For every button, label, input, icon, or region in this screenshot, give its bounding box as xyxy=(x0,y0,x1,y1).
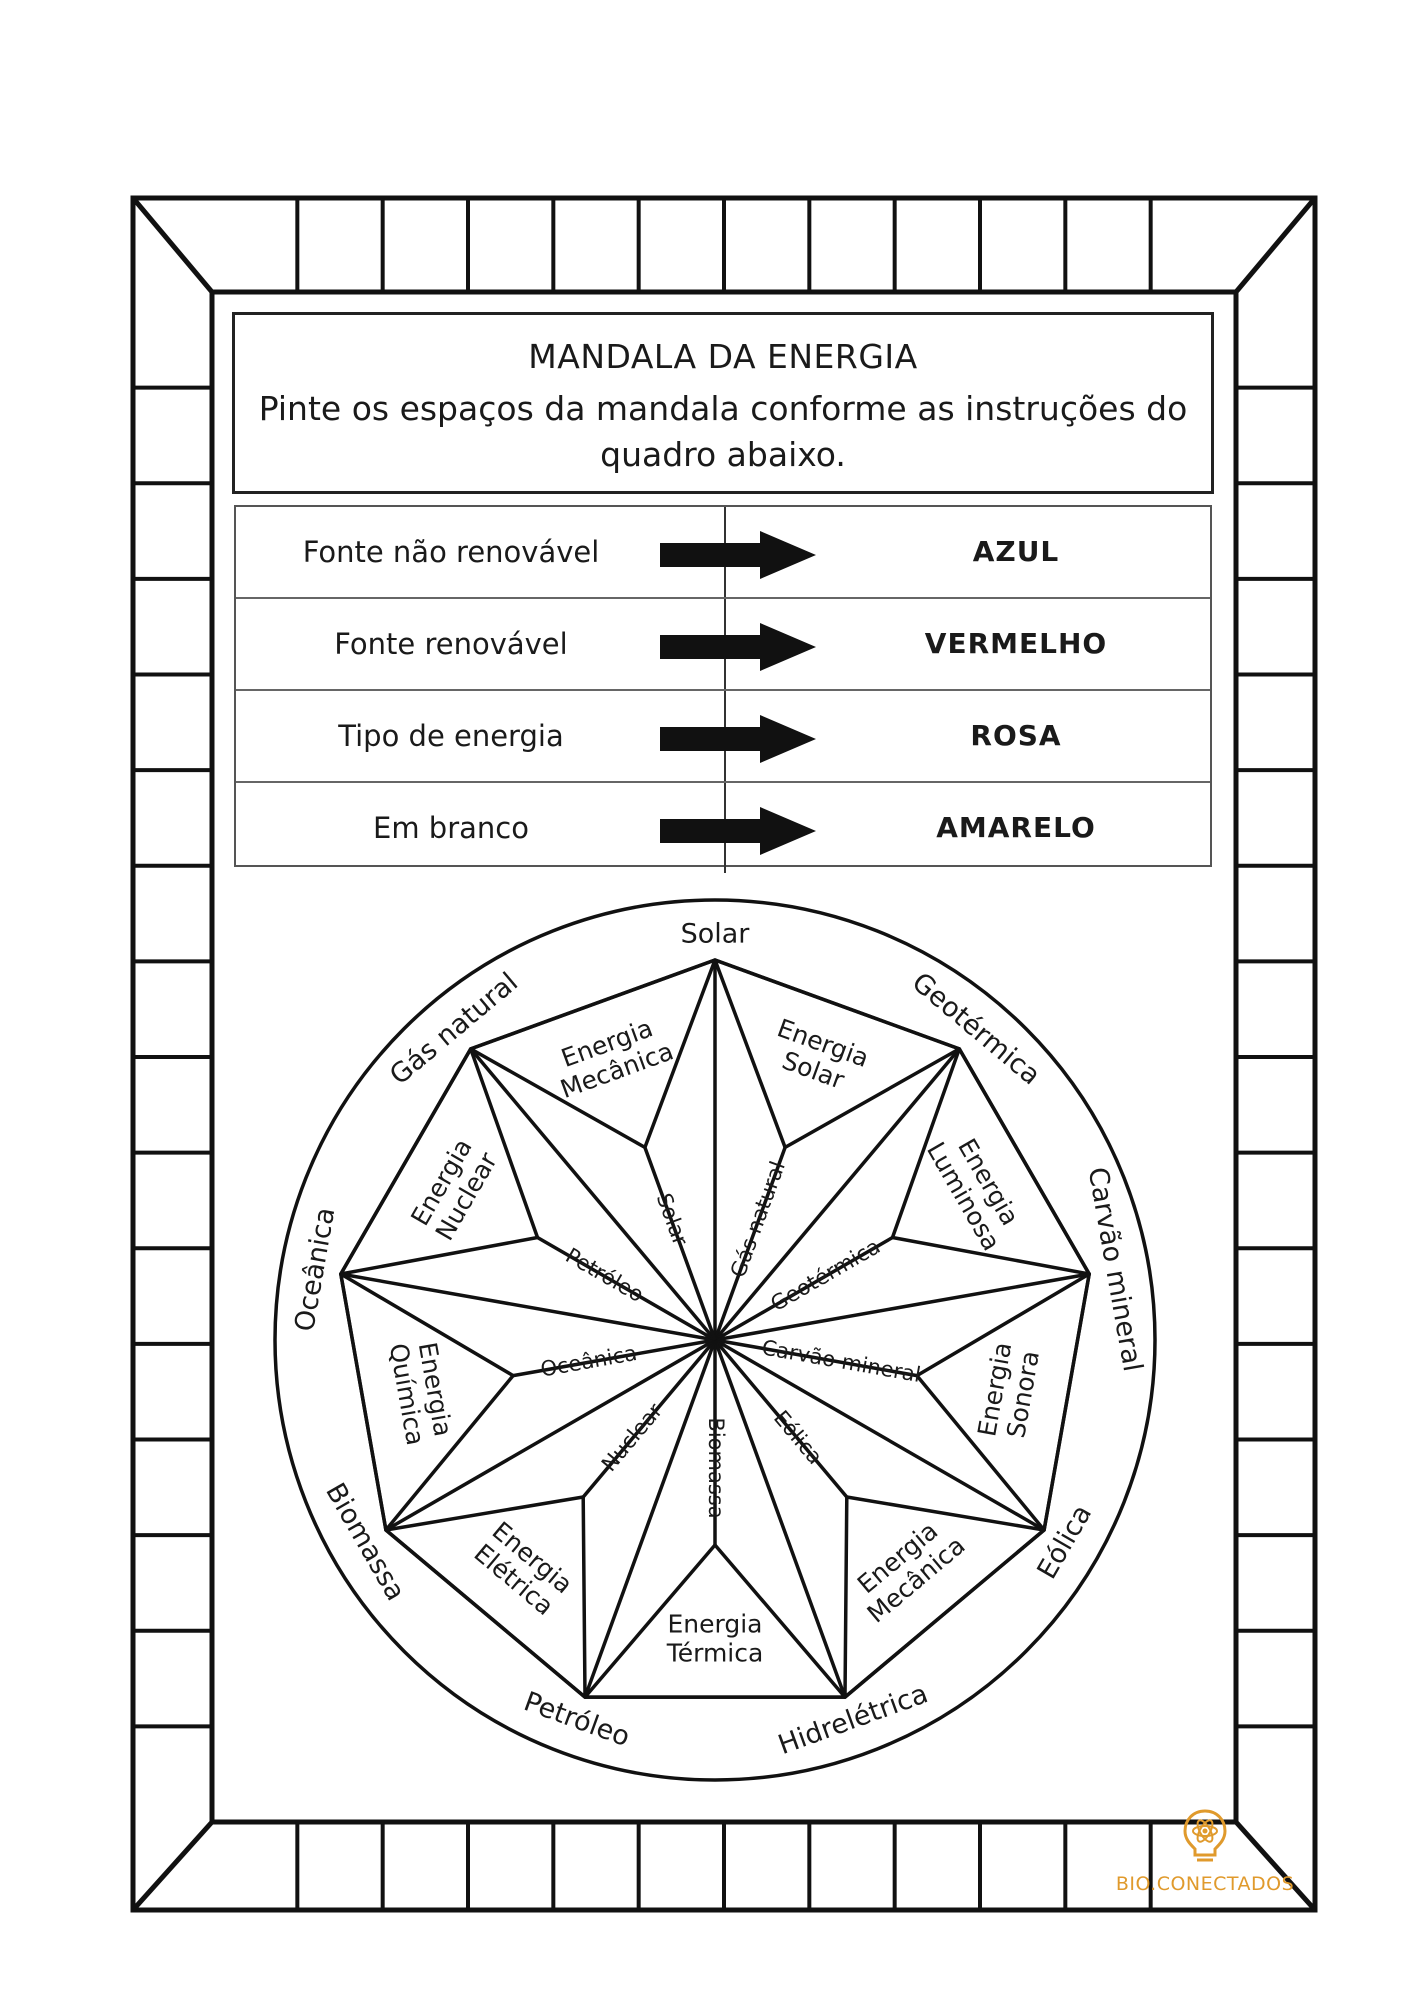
inner-spoke-label: Biomassa xyxy=(704,1417,728,1518)
brand-logo: BIO.CONECTADOS xyxy=(1100,1805,1310,1910)
legend-row: Tipo de energia ROSA xyxy=(236,691,1210,783)
mandala-region[interactable] xyxy=(384,1495,587,1699)
inner-spoke-label: Oceânica xyxy=(539,1341,639,1382)
legend-color-label: ROSA xyxy=(970,719,1062,752)
mandala-spoke xyxy=(536,1235,716,1342)
arrow-right-icon xyxy=(660,531,816,579)
inner-spoke-label: Geotérmica xyxy=(766,1234,884,1316)
mandala-region[interactable] xyxy=(843,1495,1046,1699)
mandala-spoke xyxy=(714,1235,894,1342)
legend-source-label: Tipo de energia xyxy=(338,719,564,753)
mandala-spoke xyxy=(340,1272,716,1342)
legend-row: Fonte renovável VERMELHO xyxy=(236,599,1210,691)
legend-row: Em branco AMARELO xyxy=(236,783,1210,873)
instructions-text: Pinte os espaços da mandala conforme as … xyxy=(258,389,1188,474)
title-box: MANDALA DA ENERGIA Pinte os espaços da m… xyxy=(232,312,1214,494)
mandala-spoke xyxy=(469,1047,717,1342)
legend-source-label: Em branco xyxy=(373,811,529,845)
energy-type-label-line: Térmica xyxy=(666,1638,764,1667)
outer-ring-label: Oceânica xyxy=(289,1205,341,1334)
outer-ring-label: Carvão mineral xyxy=(1082,1165,1148,1374)
page-title: MANDALA DA ENERGIA xyxy=(528,337,918,376)
legend-row: Fonte não renovável AZUL xyxy=(236,507,1210,599)
legend-color-label: AZUL xyxy=(972,535,1060,568)
outer-ring-label: Biomassa xyxy=(319,1478,411,1606)
color-legend-table: Fonte não renovável AZUL Fonte renovável… xyxy=(234,505,1212,873)
brand-logo-text: BIO.CONECTADOS xyxy=(1115,1873,1295,1895)
arrow-right-icon xyxy=(660,807,816,855)
mandala-spoke xyxy=(583,1339,717,1698)
outer-ring-label: Solar xyxy=(681,919,751,950)
mandala-spoke xyxy=(713,1146,787,1341)
inner-spoke-label: Nuclear xyxy=(597,1399,668,1477)
mandala-region[interactable] xyxy=(339,1272,515,1532)
arrow-right-icon xyxy=(660,623,816,671)
mandala-region[interactable] xyxy=(583,1543,847,1699)
legend-color-label: VERMELHO xyxy=(924,627,1108,660)
mandala-region[interactable] xyxy=(890,1047,1091,1276)
mandala-spoke xyxy=(512,1338,716,1378)
mandala-outer-circle xyxy=(273,898,1157,1782)
mandala-region[interactable] xyxy=(713,958,962,1150)
mandala-spoke xyxy=(714,1338,1045,1532)
mandala-region[interactable] xyxy=(468,958,717,1150)
legend-color-label: AMARELO xyxy=(936,811,1096,844)
mandala-spoke xyxy=(713,1047,961,1342)
mandala-region[interactable] xyxy=(915,1272,1091,1532)
mandala-spoke xyxy=(713,1339,847,1698)
legend-source-label: Fonte não renovável xyxy=(302,535,600,569)
legend-source-label: Fonte renovável xyxy=(334,627,568,661)
lightbulb-atom-icon xyxy=(1183,1809,1227,1862)
mandala-region[interactable] xyxy=(339,1047,540,1276)
mandala-spoke xyxy=(643,1146,717,1341)
energy-type-label-line: Energia xyxy=(668,1610,763,1639)
inner-spoke-label: Petróleo xyxy=(561,1243,647,1307)
arrow-right-icon xyxy=(660,715,816,763)
inner-spoke-label: Solar xyxy=(652,1190,693,1249)
mandala-spoke xyxy=(581,1338,717,1499)
mandala-spoke xyxy=(385,1338,716,1532)
mandala-spoke xyxy=(714,1272,1090,1342)
inner-spoke-label: Eólica xyxy=(769,1406,827,1469)
mandala-spoke xyxy=(714,1338,918,1378)
mandala-spoke xyxy=(713,1338,849,1499)
